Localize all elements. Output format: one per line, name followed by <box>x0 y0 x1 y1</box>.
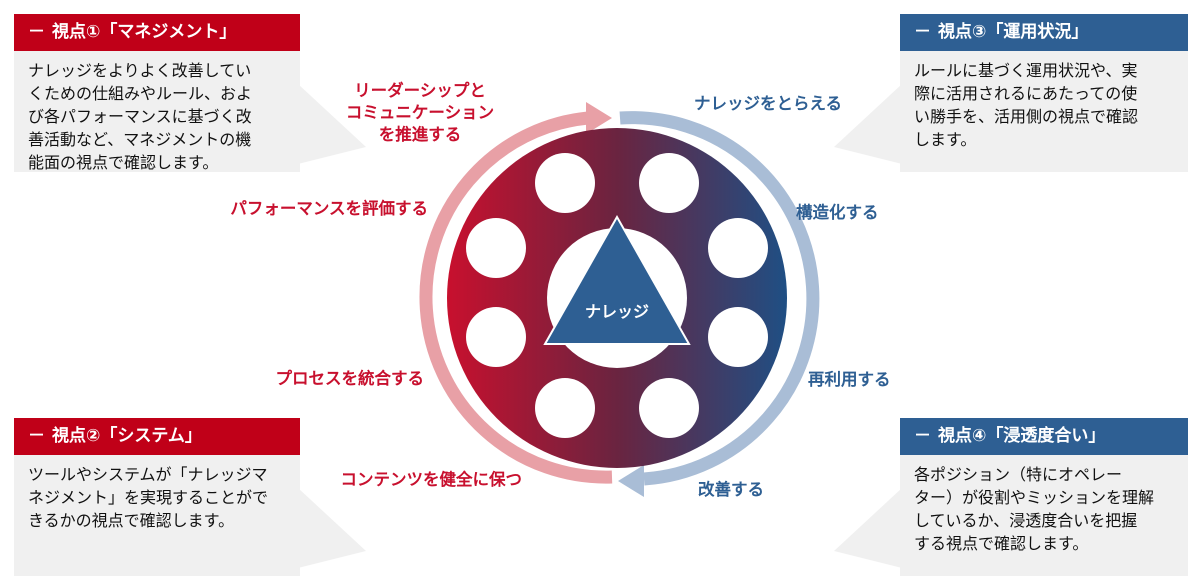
card-system: － 視点②「システム」 ツールやシステムが「ナレッジマ ネジメント」を実現すること… <box>14 418 374 578</box>
header-dash: － <box>914 22 931 42</box>
header-dash: － <box>28 22 45 42</box>
header-dash: － <box>28 426 45 446</box>
card-description: 各ポジション（特にオペレー ター）が役割やミッションを理解 しているか、浸透度合… <box>900 455 1188 576</box>
wheel-hole <box>535 153 595 213</box>
wheel-hole <box>639 378 699 438</box>
card-description: ルールに基づく運用状況や、実 際に活用されるにあたっての使 い勝手を、活用側の視… <box>900 51 1188 172</box>
header-dash: － <box>914 426 931 446</box>
step-line: コミュニケーション <box>345 103 495 122</box>
wheel-holes <box>466 153 768 438</box>
card-title: － 視点③「運用状況」 <box>900 14 1188 51</box>
desc-line: くための仕組みやルール、およ <box>28 84 253 103</box>
desc-line: しているか、浸透度合いを把握 <box>914 511 1138 530</box>
left-arc-arrowhead <box>586 102 612 134</box>
card-title-text: 視点④「浸透度合い」 <box>938 426 1106 446</box>
card-pointer <box>298 84 366 164</box>
step-evaluate-performance: パフォーマンスを評価する <box>230 199 428 218</box>
desc-line: します。 <box>914 130 977 149</box>
right-arc-arrowhead <box>618 465 644 497</box>
desc-line: 際に活用されるにあたっての使 <box>914 84 1138 103</box>
wheel-hole <box>535 378 595 438</box>
card-pointer <box>298 488 366 568</box>
desc-line: ネジメント」を実現することがで <box>28 488 269 507</box>
desc-line: い勝手を、活用側の視点で確認 <box>914 107 1139 126</box>
step-improve: 改善する <box>698 480 764 499</box>
card-operation: － 視点③「運用状況」 ルールに基づく運用状況や、実 際に活用されるにあたっての使… <box>826 14 1188 174</box>
card-description: ツールやシステムが「ナレッジマ ネジメント」を実現することがで きるかの視点で確… <box>14 455 300 576</box>
desc-line: する視点で確認します。 <box>914 534 1089 553</box>
desc-line: ナレッジをよりよく改善してい <box>28 61 252 80</box>
desc-line: び各パフォーマンスに基づく改 <box>28 107 252 126</box>
wheel-hole <box>466 218 526 278</box>
step-maintain-content: コンテンツを健全に保つ <box>340 470 523 489</box>
step-reuse: 再利用する <box>808 370 891 389</box>
knowledge-triangle <box>543 214 691 345</box>
desc-line: 能面の視点で確認します。 <box>28 153 219 172</box>
desc-line: ルールに基づく運用状況や、実 <box>914 61 1138 80</box>
card-title: － 視点②「システム」 <box>14 418 300 455</box>
desc-line: ター）が役割やミッションを理解 <box>914 488 1155 507</box>
desc-line: きるかの視点で確認します。 <box>28 511 235 530</box>
step-line: リーダーシップと <box>354 81 486 100</box>
card-title: － 視点①「マネジメント」 <box>14 14 300 51</box>
desc-line: 善活動など、マネジメントの機 <box>28 130 252 149</box>
step-integrate-process: プロセスを統合する <box>275 369 425 388</box>
desc-line: ツールやシステムが「ナレッジマ <box>28 465 268 484</box>
card-penetration: － 視点④「浸透度合い」 各ポジション（特にオペレー ター）が役割やミッションを理… <box>826 418 1188 578</box>
card-title-text: 視点①「マネジメント」 <box>52 22 237 42</box>
card-pointer <box>834 84 902 164</box>
right-cycle-arc <box>619 111 820 486</box>
step-capture-knowledge: ナレッジをとらえる <box>694 94 843 113</box>
card-title-text: 視点②「システム」 <box>52 426 202 446</box>
card-pointer <box>834 488 902 568</box>
card-management: － 視点①「マネジメント」 ナレッジをよりよく改善してい くための仕組みやルール、… <box>14 14 374 174</box>
wheel-hole <box>708 307 768 367</box>
card-description: ナレッジをよりよく改善してい くための仕組みやルール、およ び各パフォーマンスに… <box>14 51 300 172</box>
step-structure: 構造化する <box>796 203 879 222</box>
step-promote-leadership: リーダーシップと コミュニケーション を推進する <box>330 80 510 146</box>
desc-line: 各ポジション（特にオペレー <box>914 465 1123 484</box>
left-cycle-arc <box>419 111 613 484</box>
card-title-text: 視点③「運用状況」 <box>938 22 1089 42</box>
wheel-hole <box>639 153 699 213</box>
step-line: を推進する <box>378 125 462 144</box>
wheel-hole <box>708 218 768 278</box>
center-label: ナレッジ <box>585 302 649 321</box>
wheel-hole <box>466 307 526 367</box>
card-title: － 視点④「浸透度合い」 <box>900 418 1188 455</box>
